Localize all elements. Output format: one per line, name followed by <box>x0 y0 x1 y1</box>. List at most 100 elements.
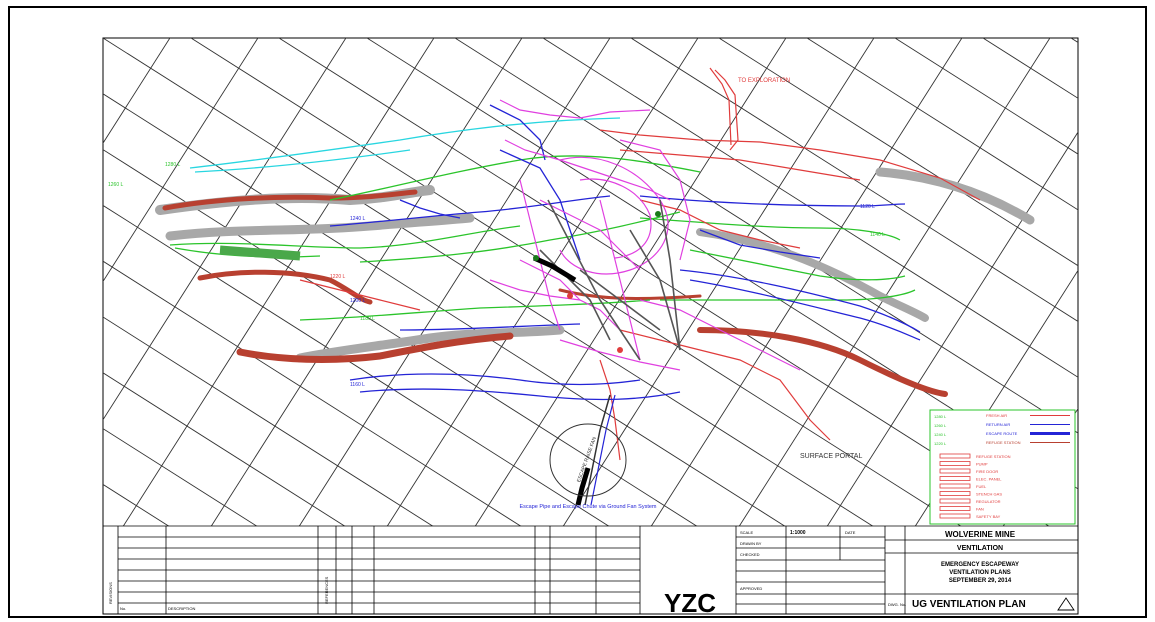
legend-item-label: FRESH AIR <box>986 413 1007 418</box>
drawn-label: DRAWN BY <box>740 541 762 546</box>
grid-line <box>103 428 258 526</box>
grid-line <box>630 38 1078 322</box>
grid-line <box>210 38 523 526</box>
level-label: 1140 L <box>870 232 885 238</box>
grid-line <box>122 38 435 526</box>
dwg-no-label: DWG. No. <box>888 602 906 607</box>
legend-symbol-label: FIRE DOOR <box>976 469 998 474</box>
legend-symbol <box>939 461 971 466</box>
escape-chute-line <box>575 467 591 506</box>
legend-item-label: RETURN AIR <box>986 422 1010 427</box>
junction-marker <box>533 255 539 261</box>
legend-symbol <box>939 453 971 459</box>
legend-red-column: REFUGE STATION PUMP FIRE DOOR ELEC. PANEL FU… <box>939 453 1011 519</box>
description-label: DESCRIPTION <box>168 606 195 611</box>
legend-level-label: 1240 L <box>934 432 947 437</box>
legend-symbol <box>939 483 971 489</box>
approved-label: APPROVED <box>740 586 762 591</box>
grid-line <box>103 372 346 526</box>
legend-symbol-label: REGULATOR <box>976 499 1001 504</box>
revisions-label: REVISIONS <box>108 582 113 604</box>
level-label: 1260 L <box>108 182 124 188</box>
grid-line <box>894 38 1078 155</box>
no-label: No. <box>120 606 126 611</box>
drawing-title-line: EMERGENCY ESCAPEWAY <box>941 562 1019 568</box>
level-labels: 1280 L 1260 L 1240 L 1220 L 1200 L 1180 … <box>108 162 885 388</box>
grid-line <box>103 260 522 526</box>
grid-line <box>1002 407 1078 526</box>
grid-line <box>103 204 610 526</box>
escape-raise-line <box>532 255 577 283</box>
grid-line <box>103 316 434 526</box>
legend-symbol-label: REFUGE STATION <box>976 454 1011 459</box>
company-logo: YZC <box>664 588 716 618</box>
scale-value: 1:1000 <box>790 530 806 536</box>
drawing-title-line: VENTILATION PLANS <box>949 570 1011 576</box>
level-label: 1120 L <box>860 204 875 210</box>
grid-line <box>1070 38 1078 43</box>
level-label: 1200 L <box>350 298 366 304</box>
grid-line <box>454 38 1078 434</box>
level-label: 1180 L <box>360 316 375 322</box>
legend-symbol-label: SAFETY BAY <box>976 514 1001 519</box>
legend-symbol-label: FUEL <box>976 484 987 489</box>
grid-line <box>103 38 347 421</box>
drawing-number: UG VENTILATION PLAN <box>912 599 1026 610</box>
legend-symbol-label: STENCH GAS <box>976 492 1002 497</box>
legend-symbol <box>939 468 971 474</box>
exploration-label: TO EXPLORATION <box>738 78 790 84</box>
legend-symbol <box>939 506 971 511</box>
shafts <box>539 199 681 506</box>
legend-symbol-label: ELEC. PANEL <box>976 477 1002 482</box>
level-label: 1240 L <box>350 216 366 222</box>
grid-line <box>826 131 1078 526</box>
section-name: VENTILATION <box>957 545 1003 552</box>
escape-note: Escape Pipe and Escape Chute via Ground … <box>520 504 657 510</box>
grid-line <box>1071 0 1155 558</box>
grid-line <box>103 38 874 526</box>
legend: 1280 L 1260 L 1240 L 1220 L FRESH AIR RETURN… <box>929 409 1076 525</box>
legend-symbol-label: PUMP <box>976 462 988 467</box>
legend-level-label: 1220 L <box>934 441 947 446</box>
legend-symbol-label: FAN <box>976 507 984 512</box>
legend-item-label: ESCAPE ROUTE <box>986 431 1018 436</box>
grid-line <box>806 38 1078 211</box>
grid-line <box>386 38 699 526</box>
grid-line <box>718 38 1078 267</box>
grid-line <box>103 149 698 526</box>
grid-line <box>650 38 963 526</box>
legend-level-label: 1280 L <box>934 414 947 419</box>
legend-green-column: 1280 L 1260 L 1240 L 1220 L <box>934 414 947 446</box>
level-label: 1160 L <box>350 382 365 388</box>
checked-label: CHECKED <box>740 552 760 557</box>
date-label: DATE <box>845 530 856 535</box>
title-block <box>103 525 1078 614</box>
grid-line <box>103 38 171 144</box>
grid-line <box>298 38 611 526</box>
grid-line <box>542 38 1078 378</box>
grid-line <box>0 0 47 558</box>
magenta-workings <box>489 99 801 371</box>
legend-symbol <box>939 513 971 519</box>
cyan-drift <box>189 117 621 173</box>
green-drifts <box>169 155 916 321</box>
revision-triangle-icon <box>1057 597 1075 611</box>
drawing-border <box>102 37 1079 615</box>
level-label: 1220 L <box>330 274 346 280</box>
legend-box <box>929 409 1076 525</box>
junction-marker <box>567 293 573 299</box>
junction-marker <box>617 347 623 353</box>
coordinate-grid <box>0 0 1155 558</box>
legend-symbol <box>939 498 971 504</box>
legend-symbol <box>939 491 971 496</box>
grid-line <box>0 38 43 558</box>
references-label: REFERENCES <box>324 576 329 604</box>
scale-label: SCALE <box>740 530 753 535</box>
mine-name: WOLVERINE MINE <box>945 530 1016 539</box>
legend-symbol <box>939 476 971 481</box>
legend-level-label: 1260 L <box>934 423 947 428</box>
grid-line <box>562 38 875 526</box>
junction-marker <box>655 211 661 217</box>
red-drifts <box>299 67 981 461</box>
